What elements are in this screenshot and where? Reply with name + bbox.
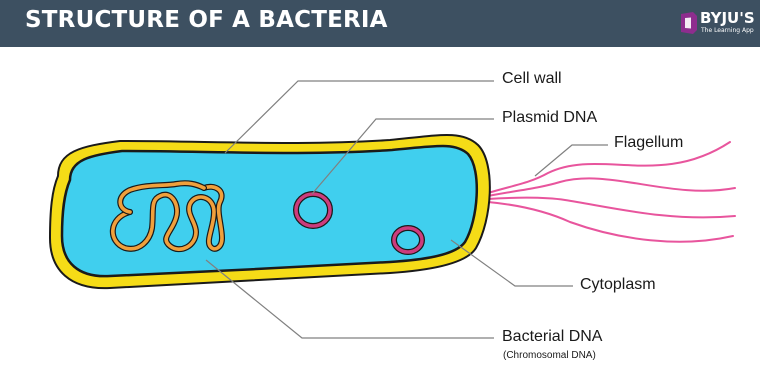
flagella	[488, 142, 735, 242]
chromosomal-dna-sublabel: (Chromosomal DNA)	[503, 350, 596, 361]
flagellum-strand	[488, 142, 730, 193]
bacterial-dna-label: Bacterial DNA	[502, 328, 602, 346]
flagellum-leader	[535, 145, 608, 176]
plasmid-dna-label: Plasmid DNA	[502, 109, 597, 127]
cell-wall-label: Cell wall	[502, 70, 562, 88]
cytoplasm-label: Cytoplasm	[580, 276, 656, 294]
flagellum-label: Flagellum	[614, 134, 683, 152]
flagellum-strand	[488, 178, 735, 196]
